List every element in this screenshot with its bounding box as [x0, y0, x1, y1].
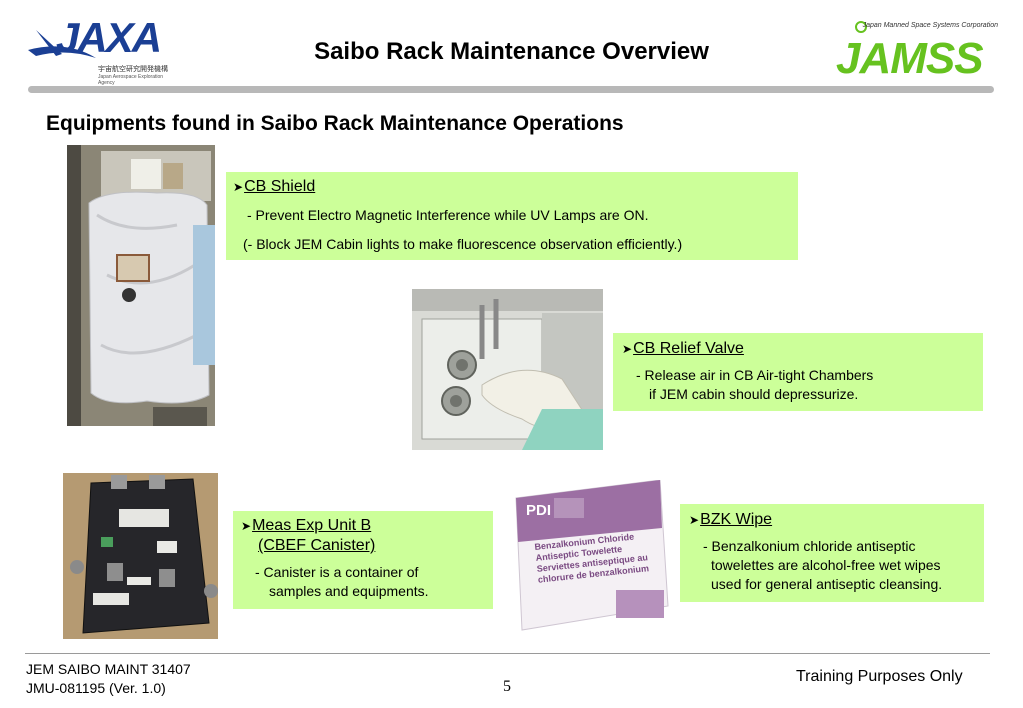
- footer-doc-name: JEM SAIBO MAINT 31407: [26, 661, 191, 677]
- arrow-bullet-icon: ➤: [622, 342, 633, 356]
- cb-shield-photo: [67, 145, 215, 426]
- cb-relief-valve-photo: [412, 289, 603, 450]
- callout-line: if JEM cabin should depressurize.: [649, 386, 859, 402]
- callout-line: - Release air in CB Air-tight Chambers: [636, 367, 874, 383]
- bzk-wipe-photo: PDI Benzalkonium Chloride Antiseptic Tow…: [510, 480, 672, 636]
- meas-exp-unit-callout: ➤Meas Exp Unit B (CBEF Canister) - Canis…: [233, 511, 493, 609]
- callout-title: CB Shield: [244, 178, 316, 195]
- footer-divider: [25, 653, 990, 654]
- wipe-brand: PDI: [526, 502, 552, 519]
- jaxa-english-name: Japan Aerospace Exploration Agency: [98, 74, 164, 86]
- jamss-wordmark: JAMSS: [836, 34, 984, 83]
- callout-subtitle: (CBEF Canister): [258, 537, 376, 554]
- callout-line: - Canister is a container of: [255, 564, 419, 580]
- section-heading: Equipments found in Saibo Rack Maintenan…: [46, 112, 624, 135]
- callout-line: samples and equipments.: [269, 583, 429, 599]
- callout-line: towelettes are alcohol-free wet wipes: [711, 557, 941, 573]
- callout-title: CB Relief Valve: [633, 340, 744, 357]
- jamss-tagline: Japan Manned Space Systems Corporation: [862, 22, 998, 29]
- footer-doc-info: JEM SAIBO MAINT 31407 JMU-081195 (Ver. 1…: [26, 660, 191, 698]
- arrow-bullet-icon: ➤: [241, 519, 252, 533]
- bzk-wipe-callout: ➤BZK Wipe - Benzalkonium chloride antise…: [680, 504, 984, 602]
- callout-line: used for general antiseptic cleansing.: [711, 576, 943, 592]
- jaxa-logo: JAXA 宇宙航空研究開発機構 Japan Aerospace Explorat…: [26, 10, 176, 86]
- arrow-bullet-icon: ➤: [233, 180, 244, 194]
- callout-title: BZK Wipe: [700, 511, 773, 528]
- footer-doc-id: JMU-081195 (Ver. 1.0): [26, 680, 166, 696]
- callout-title: Meas Exp Unit B: [252, 517, 372, 534]
- cb-shield-callout: ➤CB Shield - Prevent Electro Magnetic In…: [226, 172, 798, 260]
- page-number: 5: [503, 678, 511, 695]
- callout-line: - Prevent Electro Magnetic Interference …: [247, 207, 649, 223]
- footer-notice: Training Purposes Only: [796, 668, 963, 685]
- cb-relief-valve-callout: ➤CB Relief Valve - Release air in CB Air…: [613, 333, 983, 411]
- arrow-bullet-icon: ➤: [689, 513, 700, 527]
- jamss-ring-icon: [855, 21, 867, 33]
- slide-title: Saibo Rack Maintenance Overview: [314, 38, 709, 65]
- cbef-canister-photo: [63, 473, 218, 639]
- jaxa-japanese-name: 宇宙航空研究開発機構: [98, 66, 168, 73]
- jamss-logo: Japan Manned Space Systems Corporation J…: [830, 14, 998, 83]
- header-divider: [28, 86, 994, 93]
- callout-line: - Benzalkonium chloride antiseptic: [703, 538, 916, 554]
- jaxa-wordmark: JAXA: [56, 14, 162, 61]
- jaxa-swoosh-icon: [28, 30, 96, 58]
- callout-line: (- Block JEM Cabin lights to make fluore…: [243, 236, 683, 252]
